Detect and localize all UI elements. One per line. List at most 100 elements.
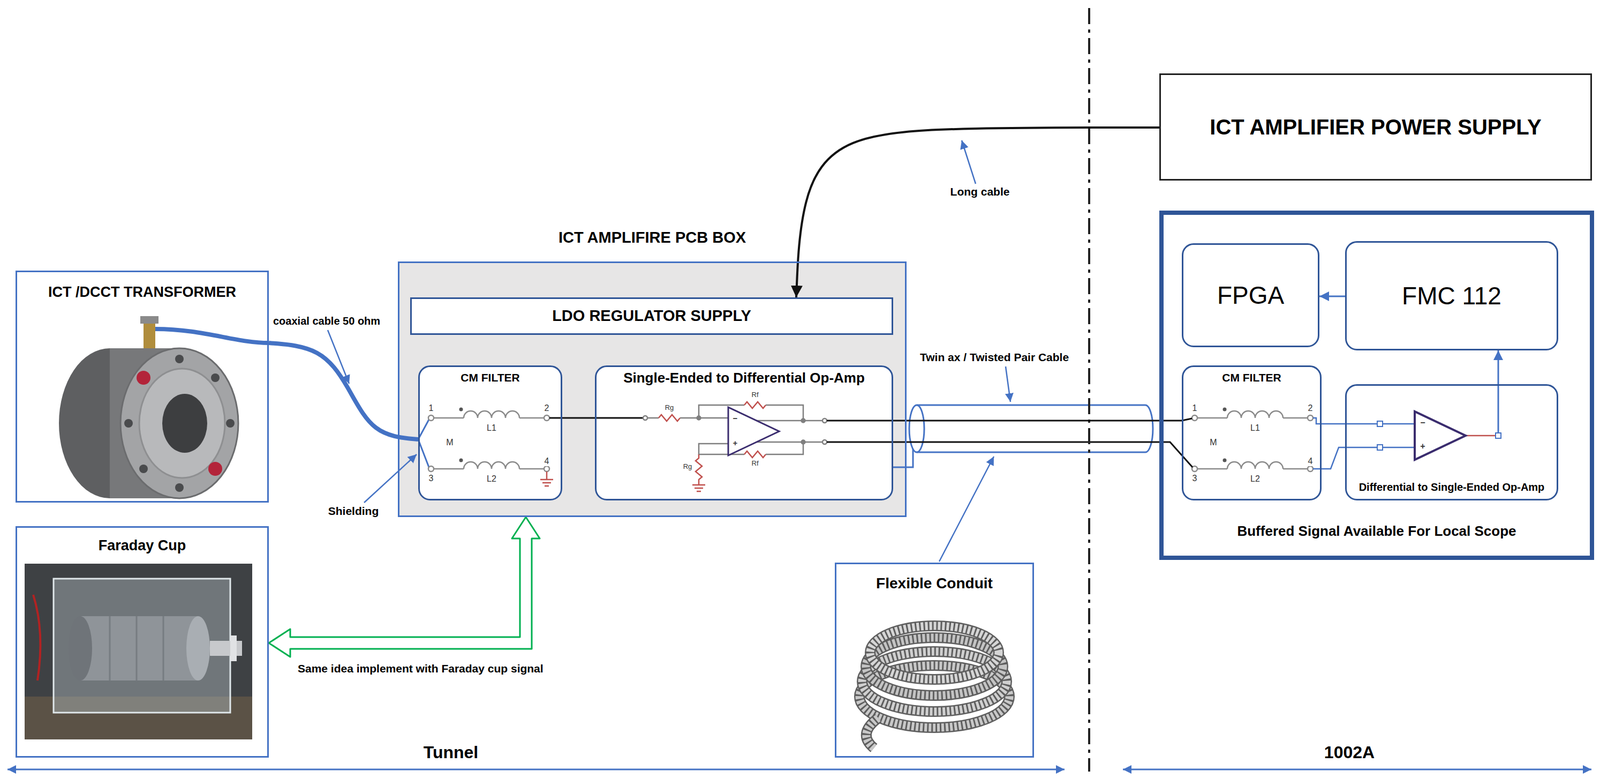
transformer-bore <box>162 393 208 453</box>
label-holder: Rg <box>663 403 676 412</box>
pin-number: 3 <box>427 473 435 483</box>
callout-label: Shielding <box>327 504 381 518</box>
data-arrow <box>1319 295 1346 298</box>
red-marker <box>136 370 151 385</box>
resistor-name: Rg <box>663 403 676 412</box>
input-sign: + <box>1419 441 1426 451</box>
reuse-arrow <box>268 516 540 657</box>
conduit-coil <box>870 625 999 679</box>
label-holder: Rf <box>750 459 760 468</box>
transformer-ring <box>139 368 225 478</box>
input-sign: − <box>1419 417 1426 428</box>
faraday-cup-box: Faraday Cup <box>15 525 269 758</box>
label-holder: − <box>731 413 739 423</box>
resistor-symbol <box>744 450 766 458</box>
photo-ground <box>24 563 253 739</box>
fmc-box: FMC 112 <box>1345 240 1559 351</box>
label-holder: 4 <box>1307 456 1315 466</box>
label-holder: 4 <box>543 456 551 466</box>
cable-end <box>909 404 925 452</box>
edge-label: Same idea implement with Faraday cup sig… <box>296 661 545 675</box>
wire <box>1465 434 1496 437</box>
signal-wire <box>893 441 1193 467</box>
box-fill <box>594 365 894 501</box>
conduit-tail <box>866 717 879 748</box>
callout-label: Long cable <box>949 185 1011 199</box>
leader-line <box>364 454 417 503</box>
node-title: ICT AMPLIFIER POWER SUPPLY <box>1209 114 1542 140</box>
signal-wire <box>1321 423 1346 425</box>
label-holder: 1002A <box>1323 742 1376 762</box>
power-cable <box>796 127 1160 298</box>
pin-terminal <box>822 439 827 444</box>
power-supply-box: ICT AMPLIFIER POWER SUPPLY <box>1159 73 1592 181</box>
red-marker <box>208 461 223 476</box>
signal-connector <box>143 323 156 349</box>
pin-number: 4 <box>543 456 551 466</box>
conduit-coil <box>870 625 999 679</box>
pin-number: 3 <box>1191 473 1199 483</box>
pin-terminal <box>643 415 648 420</box>
node-title: FMC 112 <box>1401 281 1502 311</box>
cm-filter-symbol <box>428 407 550 472</box>
resistor-name: Rf <box>750 390 760 399</box>
label-holder: L1 <box>1249 423 1262 433</box>
data-arrow <box>1497 350 1500 384</box>
inductor-name: L1 <box>485 423 498 433</box>
beam-pipe <box>209 640 243 656</box>
cable-outline <box>916 404 1146 452</box>
control-room-box: Buffered Signal Available For Local Scop… <box>1159 210 1595 560</box>
label-holder: 1 <box>427 403 435 413</box>
op-amp-schematic <box>594 401 894 492</box>
cup-rib <box>109 615 164 681</box>
pin-terminal <box>822 418 827 423</box>
pin-number: 4 <box>1307 456 1315 466</box>
label-holder: L2 <box>485 473 498 484</box>
ground-symbol <box>540 471 554 486</box>
resistor-name: Rg <box>682 462 694 471</box>
cup-end <box>68 615 93 681</box>
label-holder: L2 <box>1249 473 1262 484</box>
flexible-conduit-illustration <box>859 625 1010 748</box>
label-holder: + <box>1419 441 1426 451</box>
bolt-hole <box>139 464 148 473</box>
node-title: ICT /DCCT TRANSFORMER <box>48 283 237 301</box>
wire <box>765 404 804 421</box>
label-holder: Tunnel <box>422 742 480 762</box>
bolt-hole <box>175 354 184 364</box>
wire <box>1497 385 1500 433</box>
signal-wire <box>594 417 644 419</box>
input-sign: − <box>731 413 739 423</box>
edge-label-holder: Same idea implement with Faraday cup sig… <box>296 661 545 675</box>
shield-link <box>893 448 913 467</box>
wire <box>765 441 804 455</box>
wire <box>647 417 659 419</box>
fpga-box: FPGA <box>1181 243 1320 347</box>
signal-wire <box>549 417 563 419</box>
pin-terminal <box>1377 420 1383 427</box>
node-title: Single-Ended to Differential Op-Amp <box>623 370 865 387</box>
ground-symbol <box>692 484 706 492</box>
transformer-box: ICT /DCCT TRANSFORMER <box>15 270 269 503</box>
leader-line <box>1005 366 1011 402</box>
op-amp-symbol <box>1414 411 1466 460</box>
node-title: ICT AMPLIFIRE PCB BOX <box>558 228 746 247</box>
pin-number: 2 <box>1307 403 1315 413</box>
amplifier-pcb-box: ICT AMPLIFIRE PCB BOXLDO REGULATOR SUPPL… <box>397 227 907 517</box>
signal-connector <box>140 315 159 324</box>
node-title: CM FILTER <box>1221 371 1281 384</box>
label-holder: Long cable <box>949 185 1011 199</box>
node-title: Differential to Single-Ended Op-Amp <box>1359 480 1545 494</box>
node-title: Buffered Signal Available For Local Scop… <box>1236 523 1516 540</box>
resistor-symbol <box>695 454 703 485</box>
inductor-name: L2 <box>1249 473 1262 484</box>
faraday-cup-illustration <box>24 563 253 739</box>
coax-cable <box>268 342 419 440</box>
conduit-tail <box>866 717 879 748</box>
area-label: 1002A <box>1323 742 1376 762</box>
twinax-cable <box>893 404 1153 467</box>
callout-label: Twin ax / Twisted Pair Cable <box>918 350 1070 364</box>
signal-wire <box>826 420 894 442</box>
label-holder: M <box>444 437 455 448</box>
input-sign: + <box>731 438 739 448</box>
